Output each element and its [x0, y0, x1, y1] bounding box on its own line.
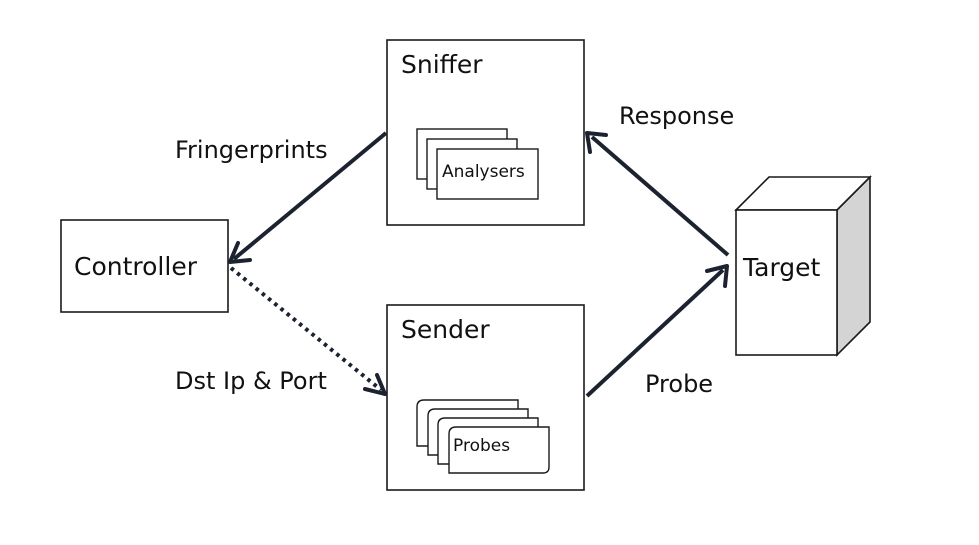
dst-ip-port-label: Dst Ip & Port	[175, 367, 327, 395]
controller-box	[60, 219, 229, 313]
arrow-response	[585, 131, 730, 257]
sender-title: Sender	[401, 315, 490, 344]
arrow-fingerprints	[228, 131, 388, 264]
analysers-label: Analysers	[442, 162, 525, 182]
probes-label: Probes	[453, 436, 510, 456]
sender-node: Sender Probes	[386, 304, 585, 491]
probe-card-front	[448, 426, 550, 474]
sniffer-node: Sniffer Analysers	[386, 39, 585, 226]
arrow-probe	[585, 264, 729, 398]
target-node: Target	[734, 175, 872, 357]
target-label: Target	[742, 253, 821, 282]
probes-stack: Probes	[416, 399, 550, 474]
analyser-card-front	[436, 148, 539, 200]
probe-label: Probe	[645, 370, 713, 398]
arrow-dst-ip-port	[229, 266, 387, 396]
controller-node: Controller	[60, 219, 229, 313]
fingerprints-label: Fringerprints	[175, 136, 328, 164]
response-label: Response	[619, 102, 734, 130]
sniffer-title: Sniffer	[401, 50, 483, 79]
target-cube-front	[735, 209, 838, 356]
controller-label: Controller	[74, 252, 198, 281]
analysers-stack: Analysers	[416, 128, 539, 200]
